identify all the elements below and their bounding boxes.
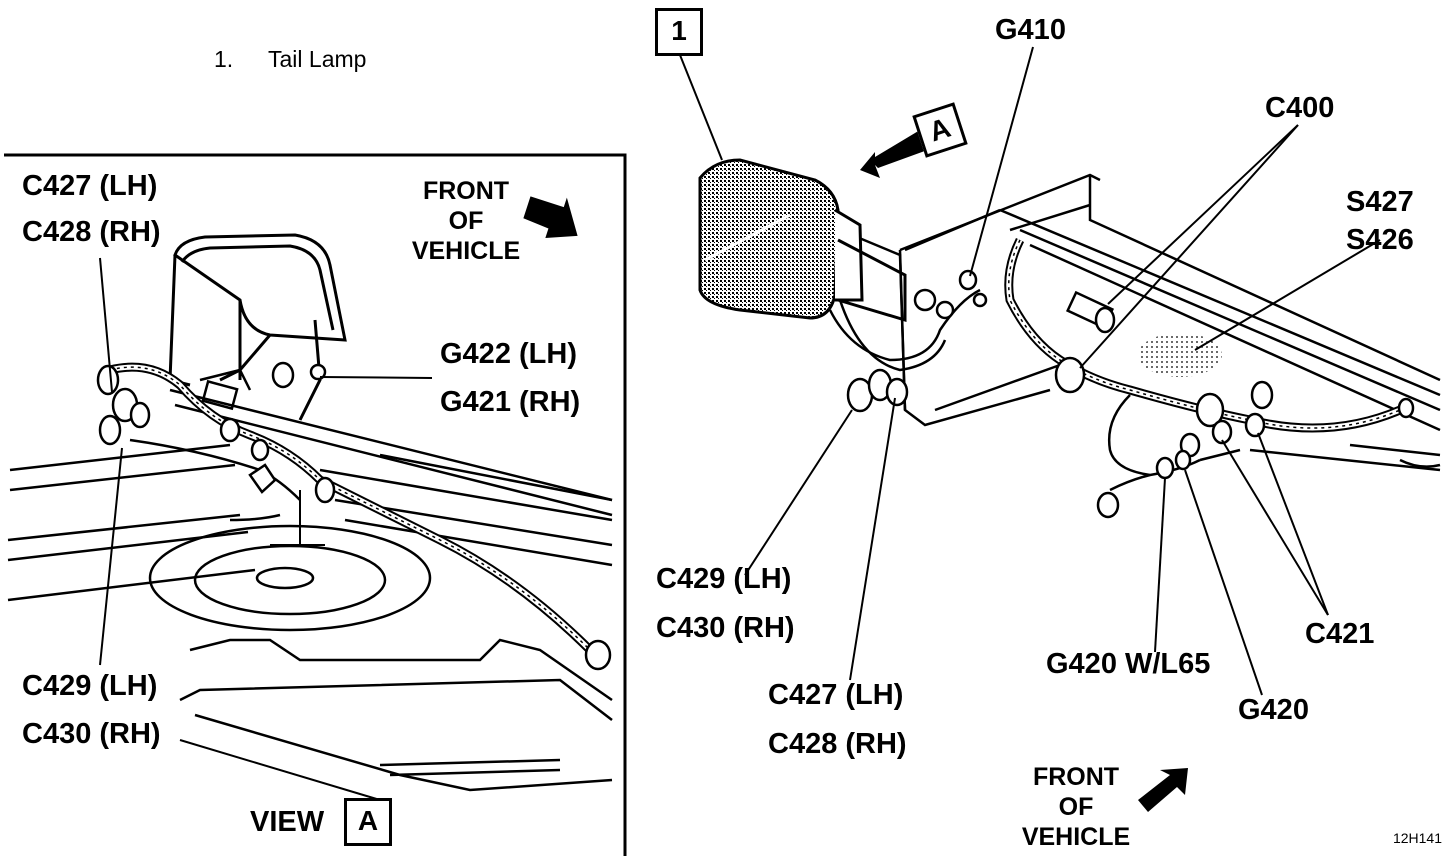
- front-word: FRONT: [422, 177, 510, 205]
- view-label: VIEW: [250, 806, 325, 838]
- label-g420: G420: [1238, 694, 1309, 726]
- label-g421: G421 (RH): [440, 386, 581, 418]
- label-g420-l65: G420 W/L65: [1046, 648, 1211, 680]
- of-word: OF: [448, 207, 484, 235]
- splice-area: [1138, 333, 1222, 377]
- view-a-box: A: [344, 798, 392, 846]
- callout-1-box: 1: [655, 8, 703, 56]
- left-leaders: [99, 257, 433, 801]
- front-word: FRONT: [1032, 763, 1120, 791]
- of-word: OF: [1058, 793, 1094, 821]
- label-c430-left: C430 (RH): [22, 718, 161, 750]
- label-c427-right: C427 (LH): [768, 679, 904, 711]
- left-rail: [169, 368, 613, 517]
- figure-id: 12H141: [1392, 830, 1442, 846]
- legend-label: Tail Lamp: [268, 46, 367, 72]
- label-c400: C400: [1265, 92, 1335, 124]
- left-front-arrow: [523, 196, 578, 238]
- legend: 1. Tail Lamp: [214, 46, 366, 73]
- label-c430-right: C430 (RH): [656, 612, 795, 644]
- left-tail-lamp: [168, 233, 347, 421]
- label-g422: G422 (LH): [440, 338, 577, 370]
- right-leaders: [677, 46, 1381, 696]
- vehicle-word: VEHICLE: [1021, 823, 1131, 851]
- right-connectors: [846, 269, 1415, 519]
- legend-number: 1.: [214, 46, 234, 72]
- label-s427: S427: [1346, 186, 1414, 218]
- label-g410: G410: [995, 14, 1066, 46]
- left-body-lines: [7, 443, 613, 792]
- right-frame: [839, 173, 1441, 472]
- vehicle-word: VEHICLE: [411, 237, 521, 265]
- view-a-frame: [4, 153, 627, 856]
- left-connectors: [96, 361, 612, 671]
- right-front-arrow: [1138, 768, 1188, 812]
- left-front-of-vehicle: FRONT OF VEHICLE: [406, 176, 526, 266]
- label-c428-right: C428 (RH): [768, 728, 907, 760]
- right-tail-lamp: [698, 158, 907, 323]
- label-s426: S426: [1346, 224, 1414, 256]
- label-c421: C421: [1305, 618, 1375, 650]
- right-front-of-vehicle: FRONT OF VEHICLE: [1016, 762, 1136, 852]
- label-c429-left: C429 (LH): [22, 670, 158, 702]
- label-c428-left: C428 (RH): [22, 216, 161, 248]
- label-c427-left: C427 (LH): [22, 170, 158, 202]
- left-harness: [108, 362, 594, 654]
- right-wiring: [828, 237, 1402, 492]
- label-c429-right: C429 (LH): [656, 563, 792, 595]
